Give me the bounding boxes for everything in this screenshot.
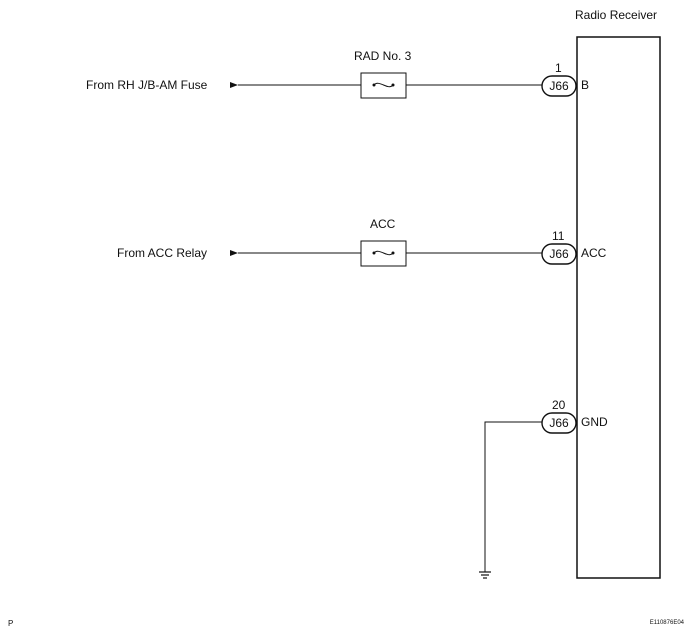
footer-left-code: P [8, 619, 13, 628]
ground-icon [479, 571, 491, 579]
terminal-label-2: ACC [581, 246, 607, 260]
connector-icon [541, 75, 577, 97]
figure-id: E110876E04 [650, 620, 685, 626]
pin-number-3: 20 [552, 398, 566, 412]
fuse-icon [360, 240, 407, 267]
fuse-label-1: RAD No. 3 [354, 49, 412, 63]
receiver-title: Radio Receiver [575, 8, 657, 22]
connector-icon [541, 243, 577, 265]
ground-wire [484, 421, 542, 572]
pin-number-1: 1 [555, 61, 562, 75]
circuit-gnd: 20 J66 GND [479, 398, 608, 579]
pin-number-2: 11 [552, 229, 565, 243]
source-label-2: From ACC Relay [117, 246, 207, 260]
arrow-icon [230, 82, 238, 88]
terminal-label-3: GND [581, 415, 608, 429]
fuse-icon [360, 72, 407, 99]
terminal-label-1: B [581, 78, 589, 92]
connector-label-3: J66 [549, 416, 569, 430]
arrow-icon [230, 250, 238, 256]
connector-icon [541, 412, 577, 434]
connector-label-1: J66 [549, 79, 569, 93]
fuse-label-2: ACC [370, 217, 396, 231]
radio-receiver-box [576, 36, 661, 579]
circuit-b: From RH J/B-AM Fuse RAD No. 3 1 J66 B [86, 49, 589, 99]
source-label-1: From RH J/B-AM Fuse [86, 78, 208, 92]
circuit-acc: From ACC Relay ACC 11 J66 ACC [117, 217, 607, 267]
connector-label-2: J66 [549, 247, 569, 261]
